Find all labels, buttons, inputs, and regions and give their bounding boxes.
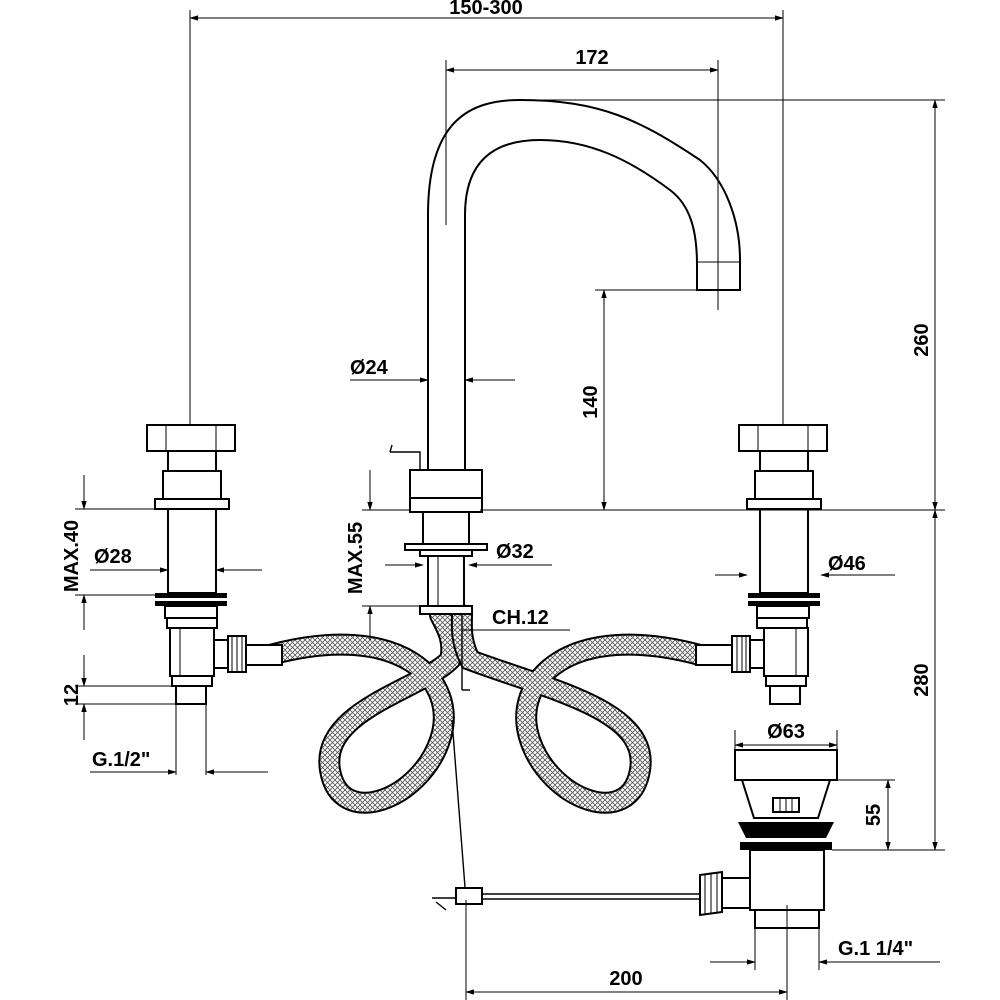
- right-valve: [695, 424, 828, 705]
- dim-spout-reach: 172: [575, 47, 608, 69]
- supply-hoses: [259, 604, 711, 814]
- dim-hex-wrench: CH.12: [492, 607, 549, 629]
- dim-handle-diameter: Ø28: [94, 546, 132, 568]
- spout: [389, 98, 741, 901]
- dim-total-height: 260: [911, 323, 933, 356]
- dim-inlet-thread: G.1/2": [92, 749, 150, 771]
- dim-drain-thread: G.1 1/4": [838, 938, 913, 960]
- dim-spout-base-diameter: Ø32: [496, 541, 534, 563]
- left-valve: [146, 424, 283, 705]
- dim-spout-max-deck: MAX.55: [345, 522, 367, 594]
- dim-drain-height: 55: [863, 804, 885, 826]
- dim-handle-max-deck: MAX.40: [61, 520, 83, 592]
- dim-thread-length: 12: [61, 684, 83, 706]
- dim-drain-offset: 200: [609, 968, 642, 990]
- dim-spout-diameter: Ø24: [350, 357, 389, 379]
- dim-spread: 150-300: [449, 0, 522, 19]
- dim-below-deck-height: 280: [911, 663, 933, 696]
- dimension-lines: [75, 10, 945, 1000]
- dim-handle-flange-diameter: Ø46: [828, 553, 866, 575]
- drain-assembly: [432, 749, 838, 929]
- dim-spout-clearance: 140: [580, 385, 602, 418]
- dim-drain-diameter: Ø63: [767, 721, 805, 743]
